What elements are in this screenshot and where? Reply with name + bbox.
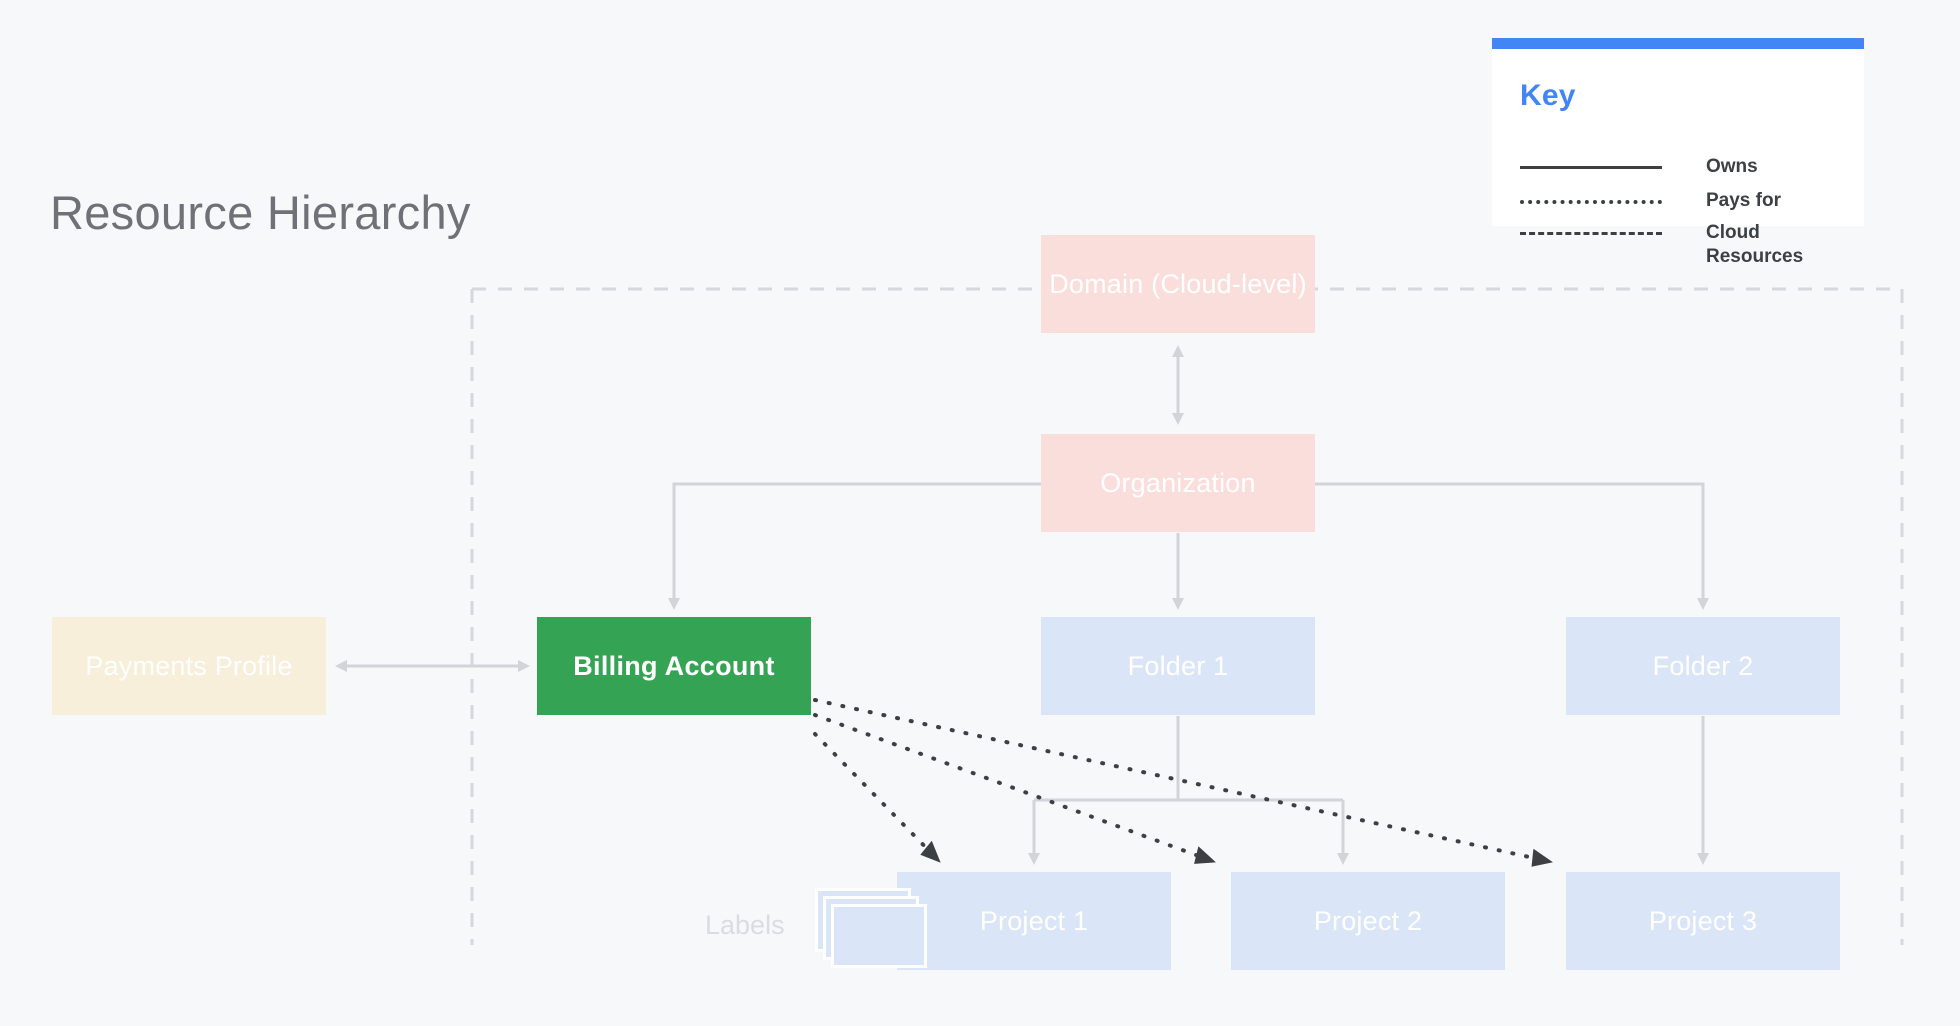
- node-project-3-label: Project 3: [1648, 905, 1758, 936]
- node-payments-profile[interactable]: Payments Profile: [52, 617, 326, 715]
- node-project-1[interactable]: Project 1: [897, 872, 1171, 970]
- node-project-2[interactable]: Project 2: [1231, 872, 1505, 970]
- node-folder-2-label: Folder 2: [1652, 650, 1754, 681]
- node-domain-label: Domain (Cloud-level): [1049, 268, 1307, 299]
- edge-organization-billing: [668, 482, 1041, 610]
- edge-billing-project3: [813, 698, 1554, 867]
- solid-line-icon: [1520, 166, 1662, 172]
- node-domain[interactable]: Domain (Cloud-level): [1041, 235, 1315, 333]
- node-organization-label: Organization: [1100, 467, 1256, 498]
- edge-billing-project2: [813, 713, 1217, 864]
- labels-caption: Labels: [705, 910, 785, 940]
- node-billing-account-label: Billing Account: [573, 650, 775, 681]
- key-label-owns: Owns: [1706, 156, 1758, 177]
- node-folder-1-label: Folder 1: [1127, 650, 1229, 681]
- node-payments-profile-label: Payments Profile: [85, 650, 293, 681]
- key-label-cloud-resources: Cloud Resources: [1706, 222, 1804, 267]
- dotted-line-icon: [1520, 200, 1662, 206]
- key-row-owns: Owns: [1520, 155, 1850, 185]
- edge-folder1-projects: [1028, 716, 1349, 865]
- node-folder-2[interactable]: Folder 2: [1566, 617, 1840, 715]
- key-row-pays-for: Pays for: [1520, 189, 1850, 219]
- page-title: Resource Hierarchy: [50, 186, 471, 239]
- node-project-2-label: Project 2: [1313, 905, 1423, 936]
- edge-organization-folder2: [1315, 482, 1709, 610]
- node-folder-1[interactable]: Folder 1: [1041, 617, 1315, 715]
- key-row-cloud-resources: Cloud Resources: [1520, 221, 1850, 267]
- edge-billing-project1: [813, 732, 942, 864]
- key-rows: Owns Pays for Cloud Resources: [1492, 49, 1864, 267]
- node-project-3[interactable]: Project 3: [1566, 872, 1840, 970]
- node-organization[interactable]: Organization: [1041, 434, 1315, 532]
- dashed-line-icon: [1520, 232, 1662, 238]
- key-label-pays-for: Pays for: [1706, 190, 1781, 211]
- label-card: [831, 904, 927, 968]
- node-project-1-label: Project 1: [979, 905, 1089, 936]
- node-billing-account[interactable]: Billing Account: [537, 617, 811, 715]
- key-legend: Key Owns Pays for Cloud Resources: [1492, 38, 1864, 267]
- labels-card-stack[interactable]: [815, 888, 935, 973]
- key-title: Key: [1520, 79, 1576, 112]
